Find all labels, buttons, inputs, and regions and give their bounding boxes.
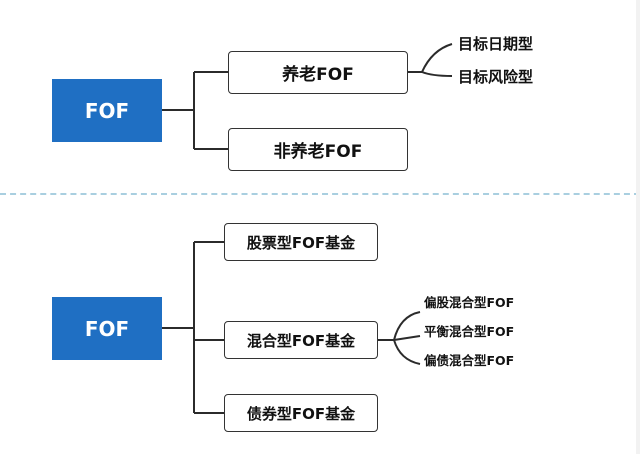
- section-divider: [0, 193, 640, 195]
- right-edge-bar: [636, 0, 640, 454]
- bottom-root-fof: FOF: [52, 297, 162, 360]
- branch-non-pension-fof: 非养老FOF: [228, 128, 408, 171]
- branch-hybrid-fof-fund-label: 混合型FOF基金: [246, 331, 356, 350]
- leaf-target-date: 目标日期型: [458, 35, 534, 53]
- leaf-target-risk: 目标风险型: [458, 68, 534, 86]
- branch-stock-fof-fund: 股票型FOF基金: [224, 223, 378, 261]
- leaf-equity-biased-hybrid: 偏股混合型FOF: [424, 295, 515, 310]
- bottom-root-label: FOF: [84, 316, 130, 341]
- branch-bond-fof-fund: 债券型FOF基金: [224, 394, 378, 432]
- leaf-bond-biased-hybrid: 偏债混合型FOF: [424, 353, 515, 368]
- branch-pension-fof-label: 养老FOF: [282, 65, 354, 85]
- branch-pension-fof: 养老FOF: [228, 51, 408, 94]
- branch-non-pension-fof-label: 非养老FOF: [273, 142, 363, 162]
- branch-stock-fof-fund-label: 股票型FOF基金: [246, 233, 356, 252]
- top-root-fof: FOF: [52, 79, 162, 142]
- top-root-label: FOF: [84, 98, 130, 123]
- branch-bond-fof-fund-label: 债券型FOF基金: [246, 404, 356, 423]
- branch-hybrid-fof-fund: 混合型FOF基金: [224, 321, 378, 359]
- leaf-balanced-hybrid: 平衡混合型FOF: [424, 324, 515, 339]
